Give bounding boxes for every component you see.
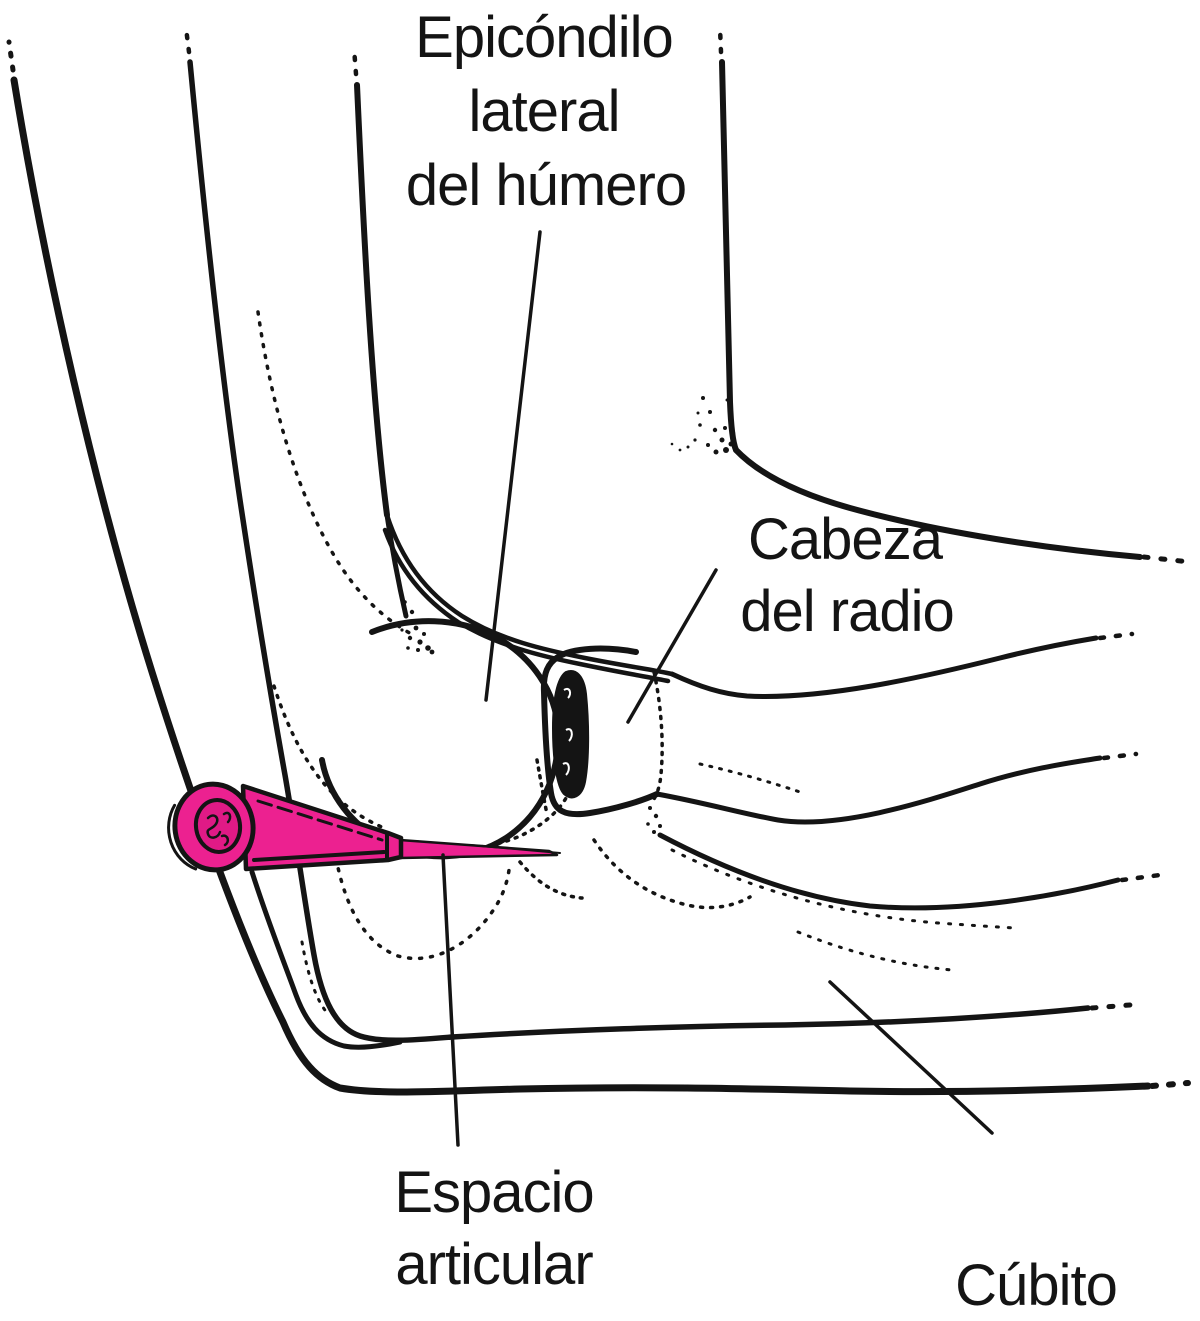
stipple-radial-head-right-edge: [652, 670, 664, 801]
stipple-semilunar-notch: [592, 838, 752, 910]
label-lateral-epicondyle-line2: lateral: [469, 79, 620, 144]
humerus-posterior-fade-top: [351, 45, 359, 77]
radius-top-border: [669, 635, 1099, 699]
needle-hub-bore-squiggle2: [220, 811, 232, 847]
needle-shaft: [398, 838, 559, 860]
needle-hub-bore-squiggle: [206, 814, 222, 839]
leader-line-radial-head: [626, 568, 718, 724]
stipple-radial-neck: [698, 762, 802, 794]
humerus-posterior-line: [354, 82, 390, 518]
label-lateral-epicondyle-line1: Epicóndilo: [415, 5, 673, 70]
radius-bottom-border: [654, 755, 1103, 825]
ulna-bottom-fade-right: [1089, 1001, 1145, 1011]
leader-line-joint-space: [441, 853, 460, 1147]
radius-top-fade-right: [1097, 631, 1135, 641]
leader-lines: [441, 230, 994, 1147]
leader-line-epicondyle: [484, 230, 542, 702]
injection-needle: [167, 781, 561, 873]
stipple-dot-clusters: [400, 396, 736, 838]
radius-bottom-fade-right: [1101, 751, 1139, 761]
forearm-top-fade-right: [1141, 554, 1193, 565]
leader-line-ulna: [828, 980, 994, 1135]
radial-head-slot: [551, 670, 590, 799]
label-joint-space-line2: articular: [395, 1232, 593, 1297]
needle-shaft-top-edge: [469, 844, 561, 854]
humerus-anterior-fade-top: [183, 25, 192, 55]
label-joint-space-line1: Espacio: [394, 1160, 593, 1225]
label-radial-head-line2: del radio: [740, 579, 953, 644]
skin-outline-fade-top: [6, 39, 16, 73]
label-radial-head-line1: Cabeza: [748, 507, 944, 572]
needle-cone-inner-top: [256, 799, 384, 842]
humerus-anterior-olecranon-line: [187, 59, 1091, 1043]
stipple-trochlea-notch-small: [518, 860, 584, 900]
skin-outline-fade-right: [1149, 1080, 1191, 1089]
skin-outline: [10, 76, 1152, 1096]
needle-hub-rim-arc: [167, 803, 198, 871]
needle-cone-inner-bottom: [252, 850, 386, 862]
radial-head-outline: [540, 645, 660, 818]
posterior-skin-fade-top: [717, 25, 724, 55]
ulna-top-border: [657, 832, 1121, 911]
stipple-radiocapitellar-gap: [535, 758, 549, 816]
stipple-ulna-shaft-row1: [670, 848, 1018, 930]
anatomy-line-art: [6, 25, 1193, 1096]
forearm-top-skin-line: [733, 447, 1143, 560]
capsule-line-upper: [384, 512, 675, 677]
label-lateral-epicondyle-line3: del húmero: [406, 153, 686, 218]
stipple-humerus-anterior: [256, 310, 417, 638]
stipple-trochlea-notch: [334, 856, 511, 961]
labels: Epicóndilo lateral del húmero Cabeza del…: [394, 5, 1118, 1318]
stipple-olecranon-bend: [300, 940, 330, 1016]
olecranon-inner-line: [249, 869, 403, 1050]
humerus-shaft-inner-edge: [384, 512, 409, 619]
ulna-top-fade-right: [1119, 872, 1163, 883]
posterior-skin-line: [719, 59, 739, 453]
label-ulna: Cúbito: [955, 1253, 1117, 1318]
stipple-capitellum-bottom: [416, 796, 568, 850]
stipple-shading: [256, 310, 1018, 1016]
stipple-ulna-shaft-row2: [796, 930, 954, 972]
